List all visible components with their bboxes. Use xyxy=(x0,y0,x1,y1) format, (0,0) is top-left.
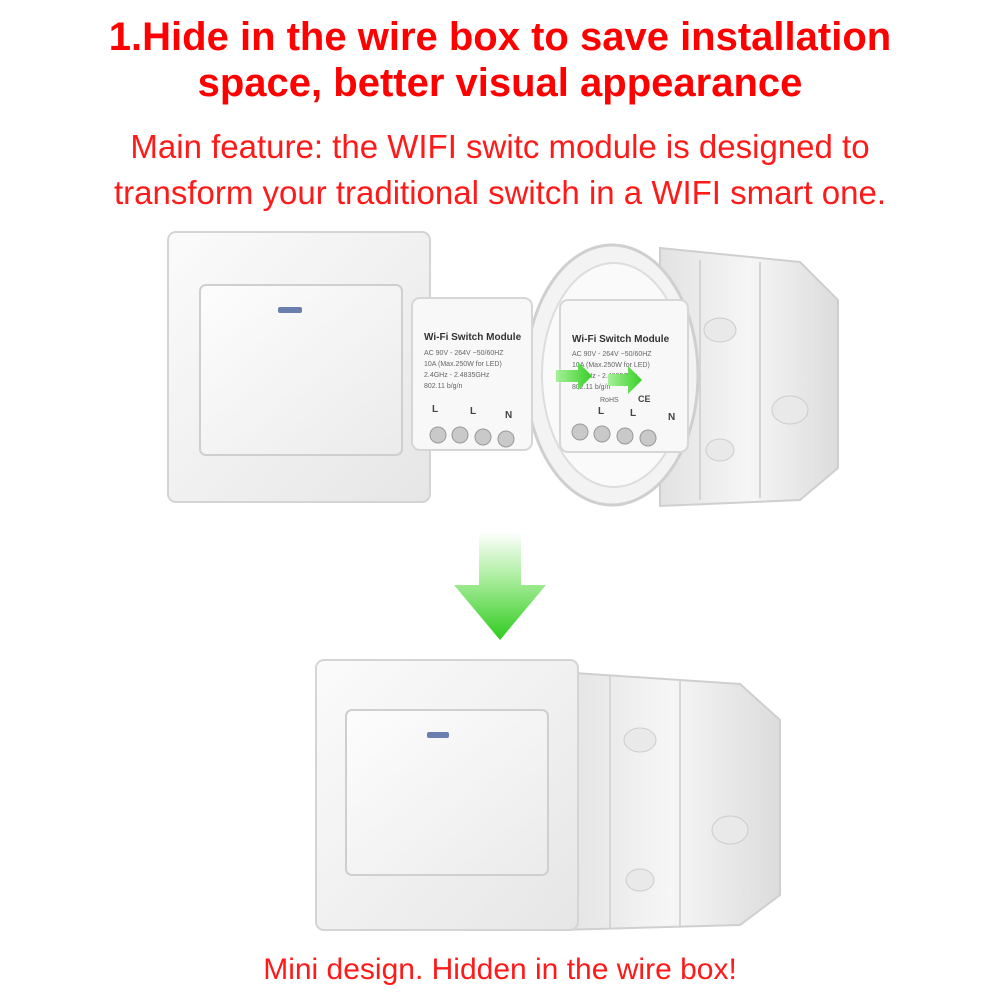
svg-text:AC 90V - 264V ~50/60HZ: AC 90V - 264V ~50/60HZ xyxy=(424,350,504,357)
svg-text:2.4GHz - 2.4835GHz: 2.4GHz - 2.4835GHz xyxy=(424,372,490,379)
headline-line-2: space, better visual appearance xyxy=(197,61,803,105)
caption: Mini design. Hidden in the wire box! xyxy=(263,953,737,986)
svg-text:Wi-Fi Switch Module: Wi-Fi Switch Module xyxy=(572,334,670,345)
svg-text:AC 90V - 264V ~50/60HZ: AC 90V - 264V ~50/60HZ xyxy=(572,351,652,358)
svg-text:L: L xyxy=(598,406,604,417)
insert-arrow-icon xyxy=(556,362,592,390)
svg-text:L: L xyxy=(630,408,636,419)
feature-line-2: transform your traditional switch in a W… xyxy=(113,174,887,211)
svg-text:RoHS: RoHS xyxy=(600,397,619,404)
svg-text:10A (Max.250W for LED): 10A (Max.250W for LED) xyxy=(424,361,502,368)
svg-text:Wi-Fi Switch Module: Wi-Fi Switch Module xyxy=(424,332,522,343)
insert-arrow-icon xyxy=(608,366,642,394)
headline: 1.Hide in the wire box to save installat… xyxy=(0,14,1000,106)
svg-text:L: L xyxy=(470,406,476,417)
wifi-module-left: Wi-Fi Switch Module AC 90V - 264V ~50/60… xyxy=(411,297,533,451)
svg-text:L: L xyxy=(432,404,438,415)
headline-line-1: 1.Hide in the wire box to save installat… xyxy=(108,15,892,59)
svg-text:10A (Max.250W for LED): 10A (Max.250W for LED) xyxy=(572,362,650,369)
svg-text:N: N xyxy=(668,412,675,423)
switch-panel-bottom xyxy=(315,659,579,931)
feature-line-1: Main feature: the WIFI switc module is d… xyxy=(130,128,870,165)
feature-description: Main feature: the WIFI switc module is d… xyxy=(0,124,1000,216)
svg-text:N: N xyxy=(505,410,512,421)
svg-text:802.11 b/g/n: 802.11 b/g/n xyxy=(424,383,463,390)
wire-box-bottom xyxy=(559,670,781,932)
svg-text:802.11 b/g/n: 802.11 b/g/n xyxy=(572,384,611,391)
switch-panel-top xyxy=(167,231,431,503)
down-arrow-icon xyxy=(454,532,546,640)
svg-text:2.4GHz - 2.4835GHz: 2.4GHz - 2.4835GHz xyxy=(572,373,638,380)
svg-text:CE: CE xyxy=(638,394,651,404)
wifi-module-right: Wi-Fi Switch Module AC 90V - 264V ~50/60… xyxy=(556,299,689,453)
